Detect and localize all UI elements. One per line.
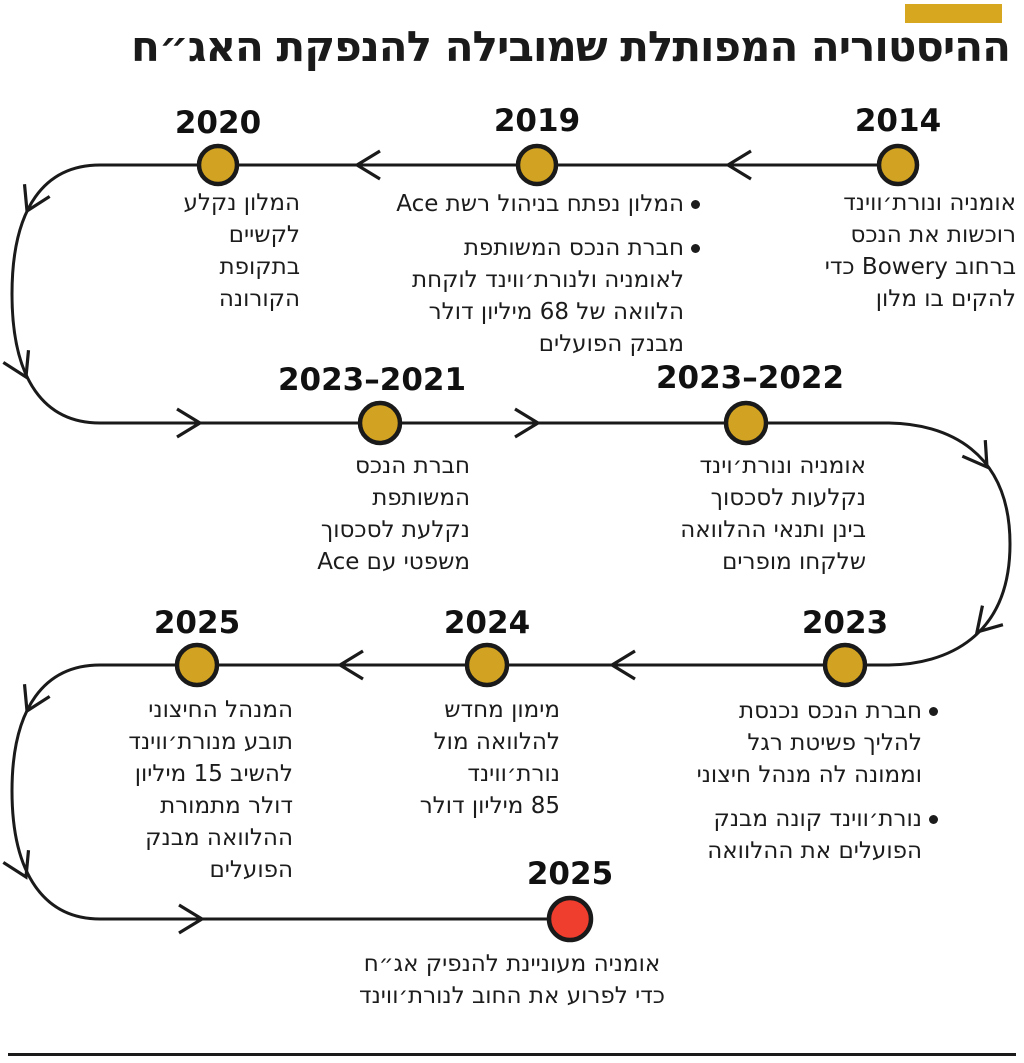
bullet-item: המלון נפתח בניהול רשת Ace xyxy=(396,188,700,220)
year-label-2022-2023: 2022–2023 xyxy=(655,360,845,396)
arrow-left-icon xyxy=(336,649,364,681)
arrow-curve-icon xyxy=(2,850,31,880)
arrow-curve-icon xyxy=(961,440,989,470)
bullet-item: חברת הנכס נכנסת להליך פשיטת רגל וממונה ל… xyxy=(697,695,938,791)
year-label-2024: 2024 xyxy=(443,605,531,641)
year-label-2021-2023: 2021–2023 xyxy=(277,362,467,398)
arrow-curve-icon xyxy=(22,184,51,214)
event-text-2024: מימון מחדש להלוואה מול נורת׳ווינד 85 מיל… xyxy=(419,697,560,819)
bullet-dot-icon xyxy=(691,244,700,253)
arrow-right-icon xyxy=(176,407,204,439)
event-bullets-2019: המלון נפתח בניהול רשת Ace חברת הנכס המשו… xyxy=(396,188,700,360)
year-label-2014: 2014 xyxy=(854,103,942,139)
year-label-2020: 2020 xyxy=(174,105,262,141)
accent-bar xyxy=(905,4,1002,23)
arrow-left-icon xyxy=(608,649,636,681)
bullet-item: חברת הנכס המשותפת לאומניה ולנורת׳ווינד ל… xyxy=(396,232,700,360)
year-label-2025-final: 2025 xyxy=(526,856,614,892)
bullet-text: נורת׳ווינד קונה מבנק הפועלים את ההלוואה xyxy=(707,806,922,864)
event-text-2020: המלון נקלע לקשיים בתקופת הקורונה xyxy=(183,190,300,312)
arrow-right-icon xyxy=(514,407,542,439)
event-text-2022-2023: אומניה ונורת׳וינד נקלעות לסכסוך בינן ותנ… xyxy=(680,453,866,575)
flow-arrows xyxy=(2,149,1004,935)
event-text-2014: אומניה ונורת׳ווינד רוכשות את הנכס ברחוב … xyxy=(824,190,1016,312)
event-text-2025-final: אומניה מעוניינת להנפיק אג״ח כדי לפרוע את… xyxy=(359,951,665,1009)
node-2023 xyxy=(822,642,868,688)
arrow-curve-icon xyxy=(974,605,1004,635)
serpentine-path xyxy=(10,163,1012,921)
arrow-left-icon xyxy=(353,149,381,181)
node-2020 xyxy=(196,143,240,187)
node-2022-2023 xyxy=(723,400,769,446)
node-2024 xyxy=(464,642,510,688)
node-2021-2023 xyxy=(357,400,403,446)
arrow-left-icon xyxy=(724,149,752,181)
bullet-dot-icon xyxy=(691,200,700,209)
bullet-dot-icon xyxy=(929,815,938,824)
page-title: ההיסטוריה המפותלת שמובילה להנפקת האג״ח xyxy=(131,22,1011,71)
year-label-2019: 2019 xyxy=(493,103,581,139)
bottom-rule xyxy=(8,1053,1016,1056)
node-2014 xyxy=(876,143,920,187)
timeline-nodes xyxy=(174,143,920,943)
bullet-item: נורת׳ווינד קונה מבנק הפועלים את ההלוואה xyxy=(697,803,938,867)
year-label-2023: 2023 xyxy=(801,605,889,641)
year-label-2025: 2025 xyxy=(153,605,241,641)
node-2025-final xyxy=(546,895,594,943)
node-2025 xyxy=(174,642,220,688)
bullet-text: חברת הנכס המשותפת לאומניה ולנורת׳ווינד ל… xyxy=(411,235,684,357)
arrow-curve-icon xyxy=(2,350,31,380)
arrow-curve-icon xyxy=(22,684,51,714)
event-bullets-2023: חברת הנכס נכנסת להליך פשיטת רגל וממונה ל… xyxy=(697,695,938,867)
arrow-right-icon xyxy=(178,903,206,935)
bullet-dot-icon xyxy=(929,707,938,716)
node-2019 xyxy=(515,143,559,187)
event-text-2021-2023: חברת הנכס המשותפת נקלעת לסכסוך משפטי עם … xyxy=(317,453,470,575)
bullet-text: חברת הנכס נכנסת להליך פשיטת רגל וממונה ל… xyxy=(696,698,922,788)
bullet-text: המלון נפתח בניהול רשת Ace xyxy=(396,191,684,217)
event-text-2025: המנהל החיצוני תובע מנורת׳ווינד להשיב 15 … xyxy=(128,697,293,883)
